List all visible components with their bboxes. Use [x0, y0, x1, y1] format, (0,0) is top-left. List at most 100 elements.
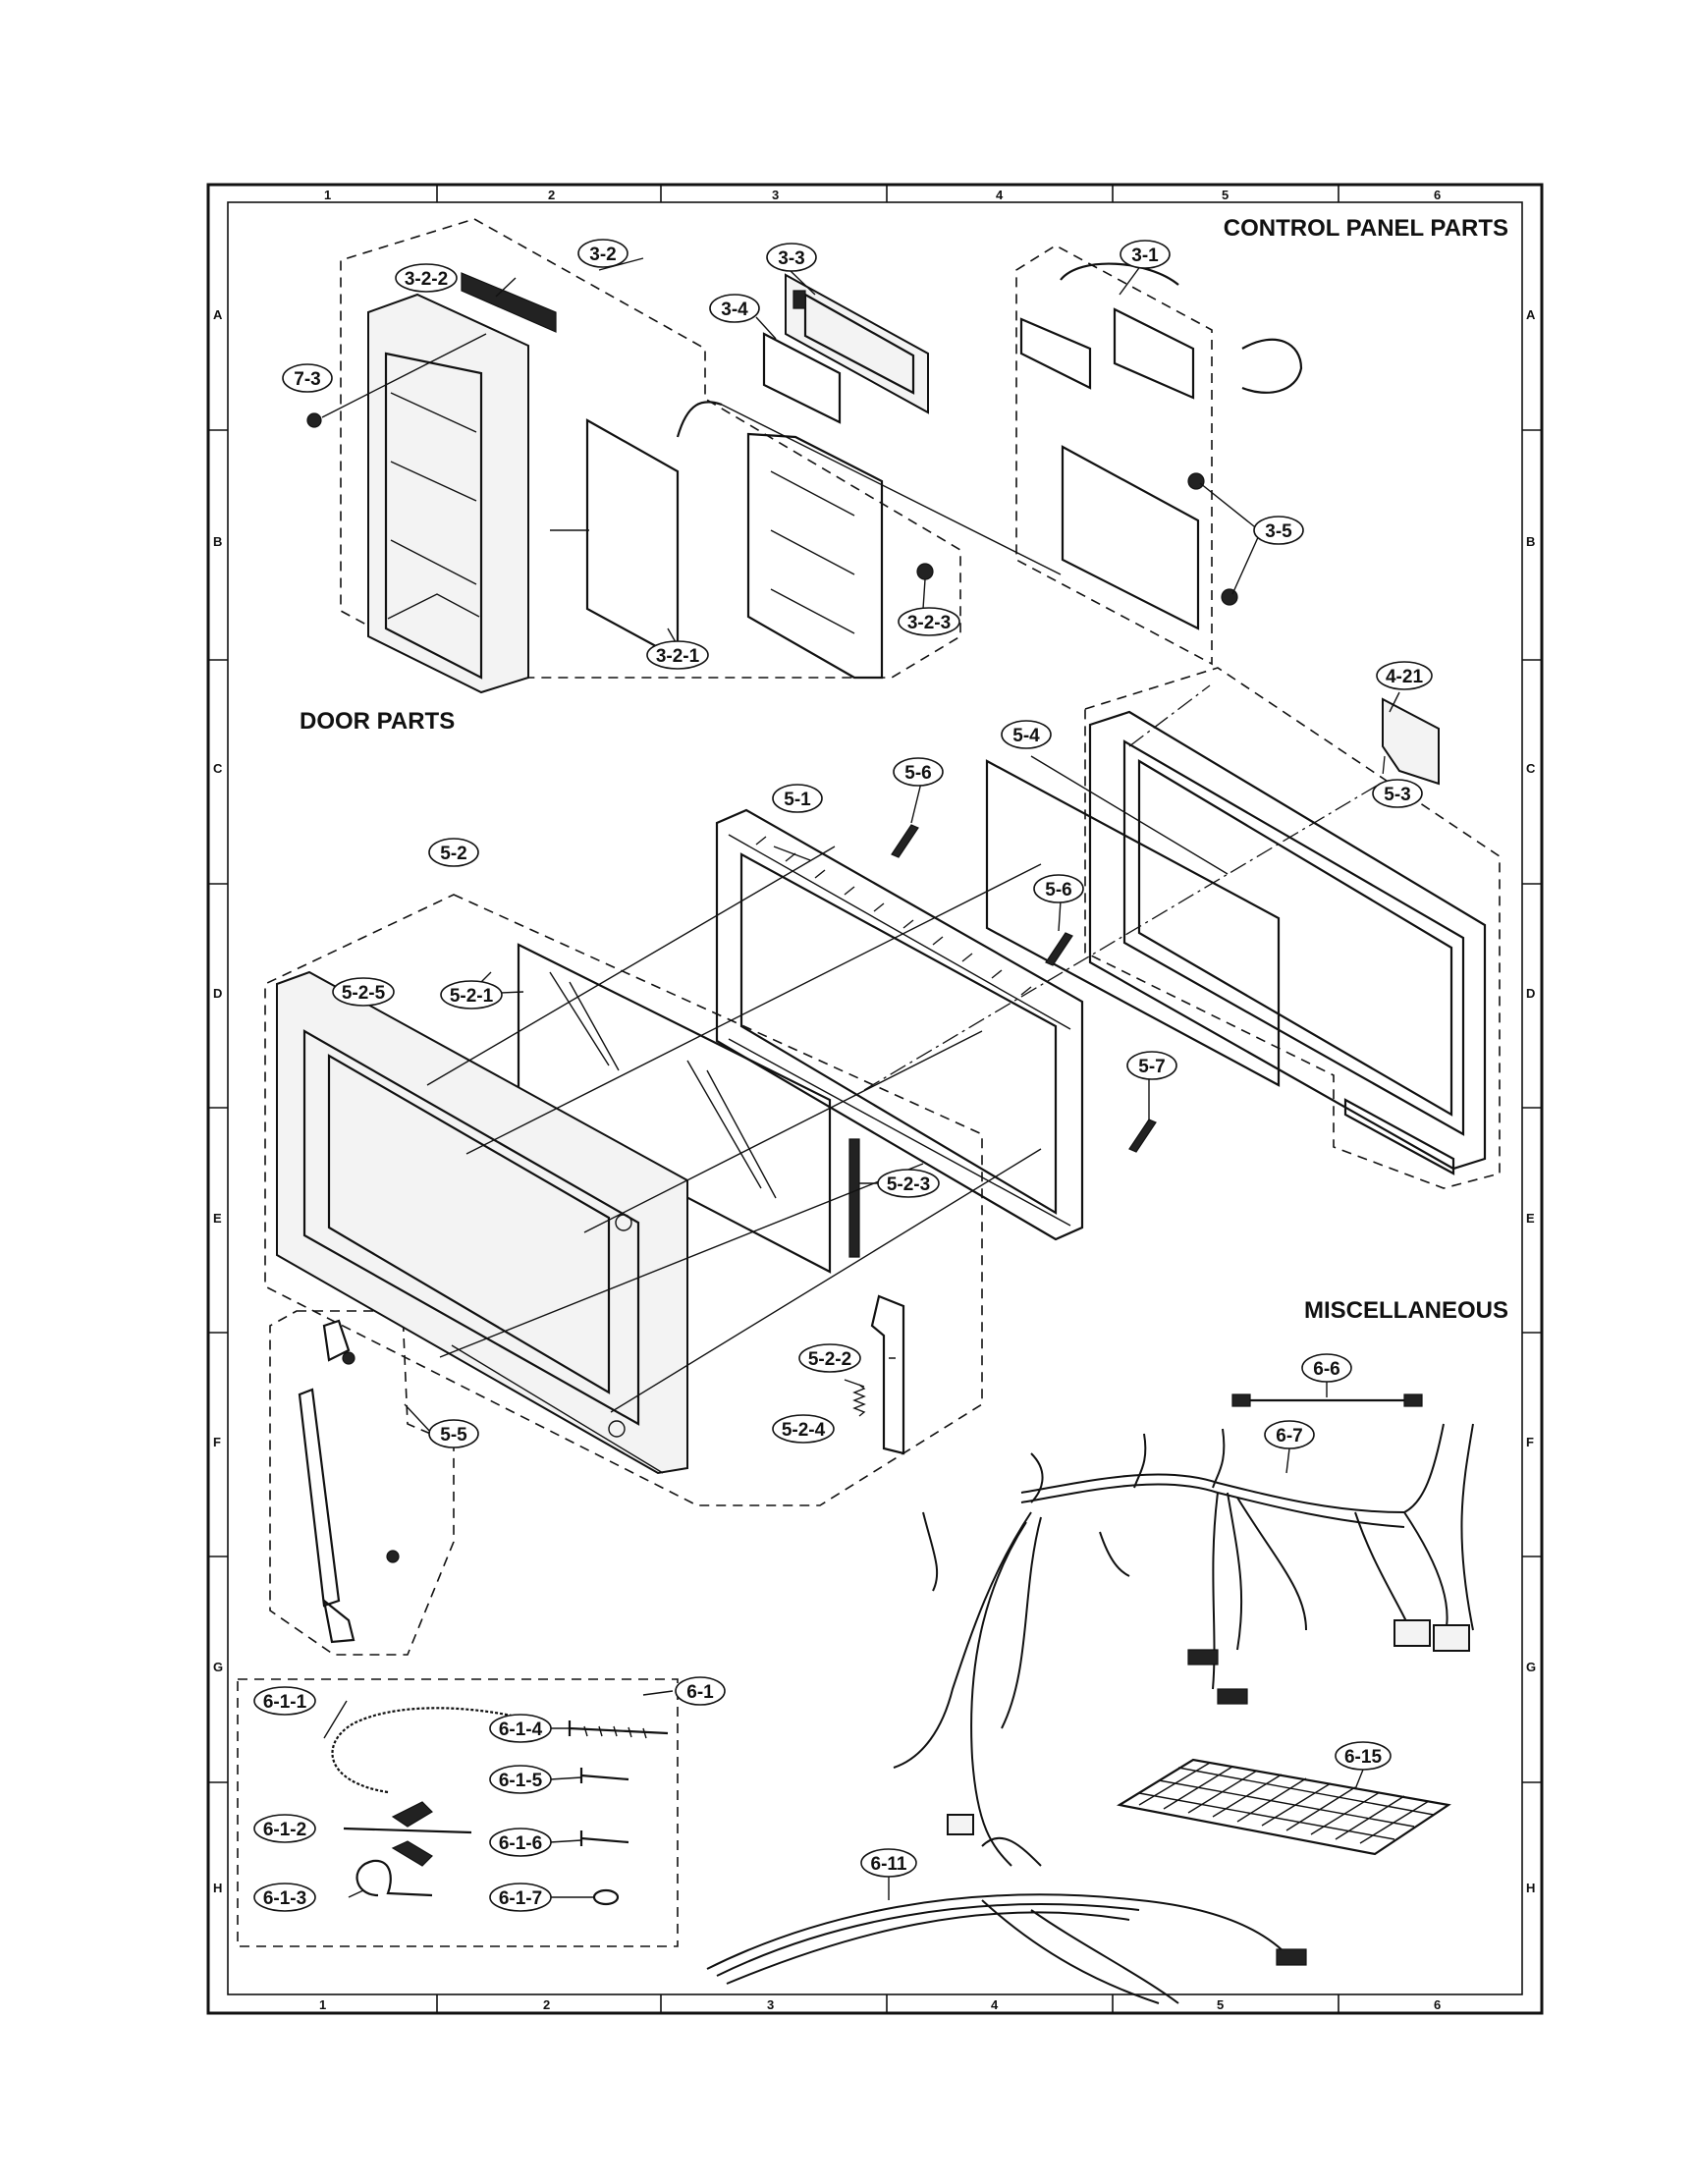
misc-leaders: [888, 1382, 1364, 1900]
callout-5-7: 5-7: [1126, 1051, 1177, 1080]
grid-col-top-2: 2: [548, 188, 555, 202]
hardware-kit-boundary: [237, 1678, 679, 1947]
svg-text:5-7: 5-7: [1138, 1057, 1165, 1077]
svg-text:6-11: 6-11: [871, 1854, 907, 1875]
ribbon-cable: [676, 401, 723, 438]
callout-3-3: 3-3: [766, 243, 817, 272]
grid-col-bottom-2: 2: [543, 1997, 550, 2012]
grid-row-left-D: D: [213, 986, 222, 1001]
display-window-part: [461, 272, 557, 333]
callout-7-3: 7-3: [282, 363, 333, 393]
callout-3-4: 3-4: [709, 294, 760, 323]
control-panel-frame: [367, 293, 529, 694]
svg-text:5-2-5: 5-2-5: [342, 983, 386, 1004]
svg-text:6-6: 6-6: [1313, 1359, 1339, 1380]
svg-text:6-1-3: 6-1-3: [263, 1888, 306, 1909]
callout-3-2: 3-2: [577, 239, 628, 268]
main-pcb: [1019, 262, 1303, 630]
inner-bracket: [746, 432, 934, 680]
svg-text:3-4: 3-4: [721, 300, 748, 320]
callout-5-2-4: 5-2-4: [772, 1414, 835, 1444]
callout-6-7: 6-7: [1264, 1420, 1315, 1449]
door-front: [276, 970, 688, 1475]
svg-text:6-1-1: 6-1-1: [263, 1692, 307, 1713]
harness-connector-5: [947, 1814, 974, 1835]
grid-row-right-F: F: [1526, 1435, 1534, 1449]
harness-connector-1: [1187, 1649, 1219, 1665]
callout-5-3: 5-3: [1372, 779, 1423, 808]
screw-5-6-top: [891, 824, 919, 858]
svg-text:3-5: 3-5: [1265, 521, 1292, 542]
section-title-misc: MISCELLANEOUS: [1304, 1297, 1508, 1324]
hardware-kit-group: 6-1 6-1-1 6-1-4 6-1-5 6-1-2 6-1-6 6-1-3 …: [237, 1676, 726, 1947]
door-panel: [715, 808, 1084, 1241]
grid-col-bottom-5: 5: [1217, 1997, 1224, 2012]
grid-col-bottom-1: 1: [319, 1997, 326, 2012]
callout-5-4: 5-4: [1001, 720, 1052, 749]
svg-text:6-15: 6-15: [1344, 1747, 1382, 1768]
latch-lever: [870, 1294, 905, 1455]
grid-row-left-F: F: [213, 1435, 221, 1449]
svg-text:5-2-3: 5-2-3: [887, 1174, 930, 1195]
latch-spring-bar: [848, 1138, 860, 1258]
harness-small-connector: [1276, 1948, 1307, 1966]
svg-text:6-1-4: 6-1-4: [499, 1720, 543, 1740]
callout-3-2-3: 3-2-3: [898, 607, 960, 636]
grid-row-right-D: D: [1526, 986, 1535, 1001]
short-screw-2: [579, 1830, 629, 1846]
svg-text:6-1-6: 6-1-6: [499, 1833, 542, 1854]
callout-5-2-1: 5-2-1: [440, 980, 503, 1010]
callout-6-1-2: 6-1-2: [253, 1814, 316, 1843]
harness-connector-3: [1393, 1619, 1431, 1647]
section-title-control-panel: CONTROL PANEL PARTS: [1224, 215, 1508, 242]
display-unit: [785, 273, 929, 414]
svg-text:5-1: 5-1: [784, 790, 811, 810]
membrane-sheet: [585, 418, 680, 660]
grid-col-top-3: 3: [772, 188, 779, 202]
callout-5-2: 5-2: [428, 838, 479, 867]
latch-spring: [852, 1384, 866, 1417]
harness-connector-4: [1433, 1624, 1470, 1652]
grid-col-top-5: 5: [1222, 188, 1229, 202]
svg-text:5-2: 5-2: [440, 844, 466, 864]
svg-text:6-7: 6-7: [1276, 1426, 1302, 1447]
door-choke-frame: [1088, 710, 1487, 1175]
svg-text:5-6: 5-6: [904, 763, 931, 784]
svg-text:5-3: 5-3: [1384, 785, 1410, 805]
grid-row-right-C: C: [1526, 761, 1536, 776]
door-projection-lines: [426, 846, 1042, 1474]
svg-text:6-1: 6-1: [686, 1682, 714, 1703]
ceiling-hook: [355, 1859, 433, 1897]
misc-group: 6-6 6-7 6-15 6-11: [706, 1353, 1474, 2004]
washer: [592, 1888, 620, 1906]
callout-4-21: 4-21: [1376, 661, 1433, 690]
svg-text:3-1: 3-1: [1131, 246, 1159, 266]
callout-6-1-3: 6-1-3: [253, 1883, 316, 1912]
board-boundary: [1015, 245, 1213, 666]
section-title-door: DOOR PARTS: [300, 708, 455, 735]
grid-col-top-1: 1: [324, 188, 331, 202]
svg-text:3-2-3: 3-2-3: [907, 613, 951, 633]
small-pcb: [762, 332, 842, 424]
grid-row-right-H: H: [1526, 1881, 1535, 1895]
outer-frame: [206, 183, 1544, 2015]
grid-col-top-6: 6: [1434, 188, 1441, 202]
callout-3-2-1: 3-2-1: [646, 640, 709, 670]
door-choke-boundary: [1084, 667, 1501, 1189]
svg-text:5-2-1: 5-2-1: [450, 986, 494, 1007]
grid-ticks: [208, 185, 1542, 2013]
callout-5-6-top: 5-6: [893, 757, 944, 787]
grid-col-top-4: 4: [996, 188, 1004, 202]
callout-5-1: 5-1: [772, 784, 823, 813]
callout-6-15: 6-15: [1335, 1741, 1392, 1771]
callout-3-1: 3-1: [1120, 240, 1171, 269]
grid-row-left-G: G: [213, 1660, 223, 1674]
door-glass: [517, 943, 832, 1274]
callout-3-2-2: 3-2-2: [395, 263, 458, 293]
grid-row-right-G: G: [1526, 1660, 1536, 1674]
screw-5-6-mid: [1045, 932, 1073, 966]
inner-frame: [227, 201, 1523, 1995]
callout-6-6: 6-6: [1301, 1353, 1352, 1383]
door-handle: [298, 1319, 400, 1644]
